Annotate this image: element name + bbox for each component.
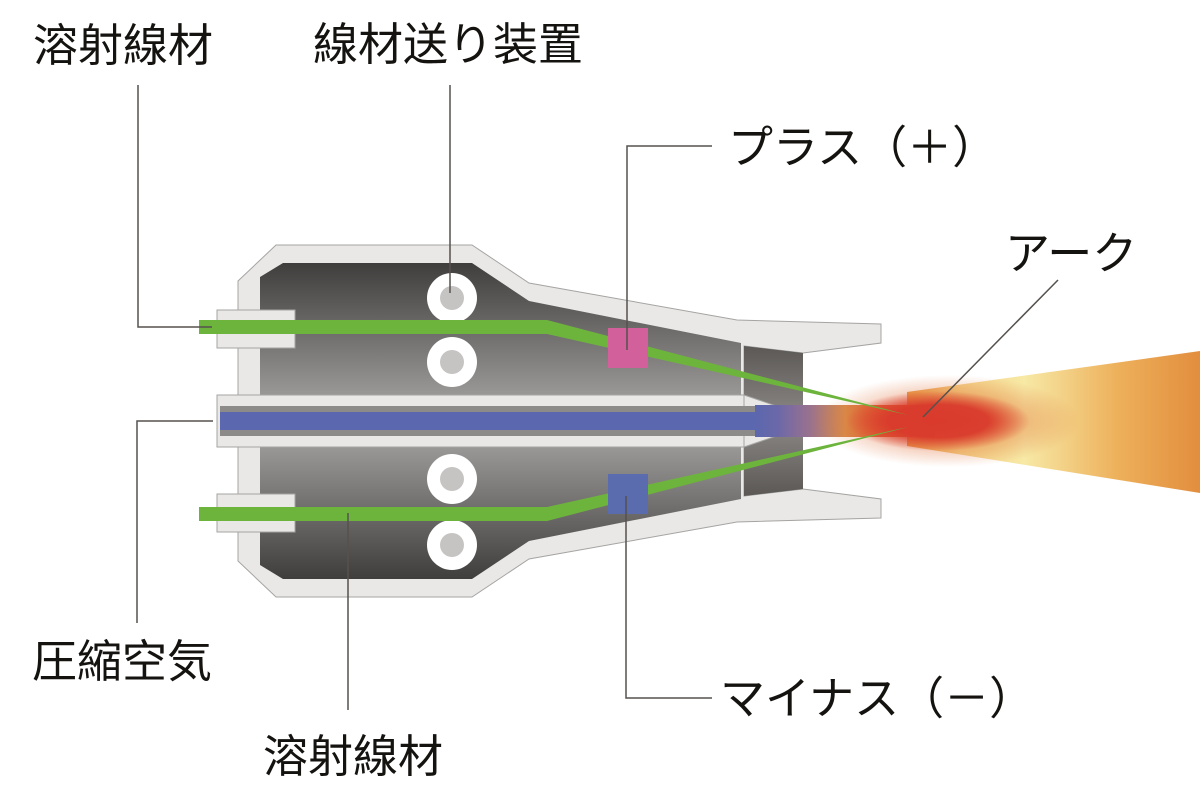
label-spray-wire-top: 溶射線材	[33, 19, 213, 72]
label-wire-feeder: 線材送り装置	[313, 18, 583, 71]
label-spray-wire-bottom: 溶射線材	[263, 730, 443, 783]
spray-wire-upper	[199, 320, 908, 415]
leader-plus	[626, 145, 712, 350]
roller-top-2-core	[440, 350, 464, 374]
channel-strip-upper	[220, 406, 785, 412]
roller-bottom-1-core	[440, 467, 464, 491]
plus-electrode-block	[608, 328, 648, 368]
label-arc: アーク	[1005, 227, 1137, 280]
leader-lines	[136, 85, 1059, 710]
leader-spray-wire-top	[137, 85, 212, 328]
roller-bottom-2-core	[440, 533, 464, 557]
minus-electrode-block	[608, 474, 648, 514]
leader-compressed-air	[136, 420, 213, 623]
roller-top-1-core	[440, 286, 464, 310]
label-compressed-air: 圧縮空気	[32, 635, 212, 688]
nozzle-wall-lower	[744, 436, 803, 496]
arc-core	[846, 391, 1030, 451]
channel-strip-lower	[220, 430, 785, 436]
nozzle-wall-upper	[744, 346, 803, 406]
leader-arc	[922, 279, 1059, 418]
label-plus-electrode: プラス（＋）	[728, 121, 997, 174]
leader-minus	[625, 496, 712, 699]
spray-wire-lower	[199, 427, 908, 521]
compressed-air-channel	[220, 412, 783, 430]
feed-rollers	[427, 273, 477, 570]
label-minus-electrode: マイナス（－）	[720, 672, 1034, 725]
